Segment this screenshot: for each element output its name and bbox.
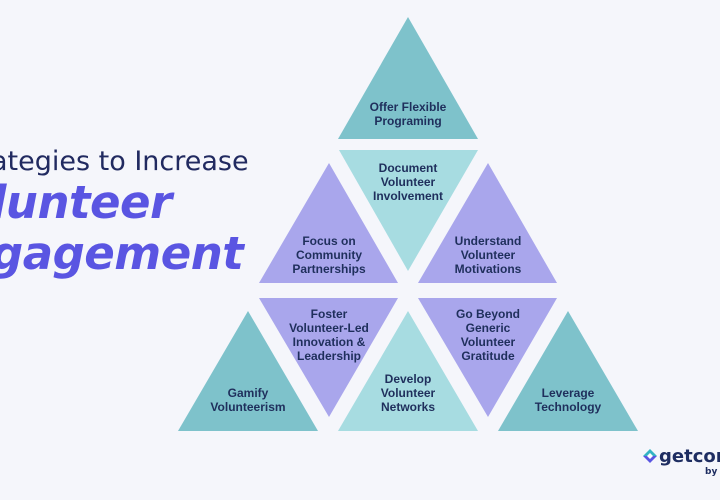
label-document-volunteer-involvement: Document Volunteer Involvement xyxy=(372,161,444,203)
triangle-leverage-technology xyxy=(498,311,638,431)
triangle-foster-volunteer-led-innovation xyxy=(259,298,398,417)
label-focus-on-community-partnerships: Focus on Community Partnerships xyxy=(292,234,366,276)
label-develop-volunteer-networks: Develop Volunteer Networks xyxy=(380,372,436,414)
label-go-beyond-generic-volunteer-gratitude: Go Beyond Generic Volunteer Gratitude xyxy=(455,307,520,363)
label-gamify-volunteerism: Gamify Volunteerism xyxy=(210,386,286,414)
label-offer-flexible-programing: Offer Flexible Programing xyxy=(369,100,447,128)
triangle-develop-volunteer-networks xyxy=(338,311,478,431)
label-foster-volunteer-led-innovation: Foster Volunteer-Led Innovation & Leader… xyxy=(289,307,369,363)
triangle-go-beyond-generic-volunteer-gratitude xyxy=(418,298,557,417)
triangle-offer-flexible-programing xyxy=(338,17,478,139)
title-line-3: gagement xyxy=(0,227,244,280)
triangle-gamify-volunteerism xyxy=(178,311,318,431)
getconnected-logo-icon xyxy=(643,449,657,463)
label-leverage-technology: Leverage Technology xyxy=(534,386,602,414)
logo-subtext: by G xyxy=(705,467,720,477)
triangle-understand-volunteer-motivations xyxy=(418,163,557,283)
logo-text: getcon xyxy=(659,446,720,467)
triangle-focus-on-community-partnerships xyxy=(259,163,398,283)
title-line-1: ategies to Increase xyxy=(0,146,249,177)
label-understand-volunteer-motivations: Understand Volunteer Motivations xyxy=(454,234,522,276)
title-line-2: lunteer xyxy=(0,176,172,229)
triangle-document-volunteer-involvement xyxy=(339,150,478,271)
